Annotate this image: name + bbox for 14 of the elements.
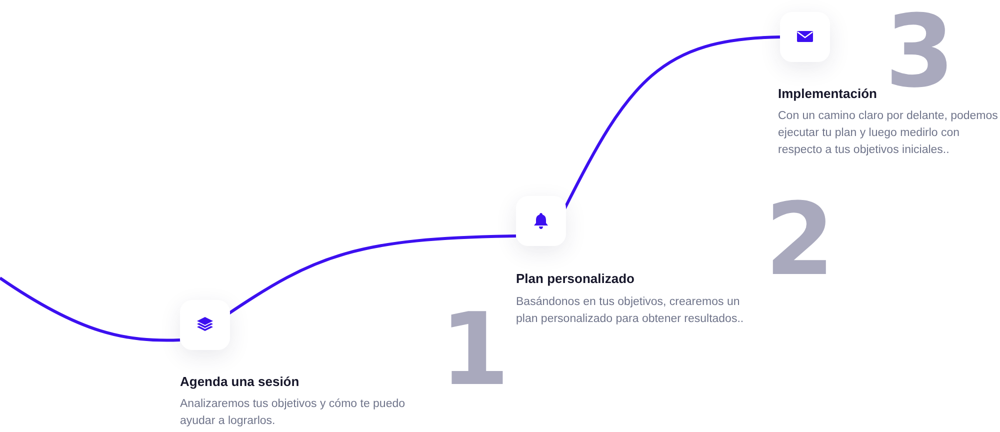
icon-tile [780,12,830,62]
step-description: Analizaremos tus objetivos y cómo te puedo ayudar a lograrlos. [180,397,406,429]
step-description: Basándonos en tus objetivos, crearemos un plan personalizado para obtener resultados.. [516,295,745,327]
icon-tile [516,196,566,246]
step-number: 2 [765,190,835,290]
step-number: 1 [440,300,510,400]
step-heading: Plan personalizado [516,271,634,286]
step-number: 3 [885,2,955,102]
step-heading: Agenda una sesión [180,374,300,389]
step-description: Con un camino claro por delante, podemos ejecutar tu plan y luego medirlo con respecto a tus objetivos iniciales.. [778,109,999,158]
step-heading: Implementación [778,86,877,101]
curved-connector [0,276,180,342]
icon-tile [180,300,230,350]
curved-connector [562,36,780,211]
